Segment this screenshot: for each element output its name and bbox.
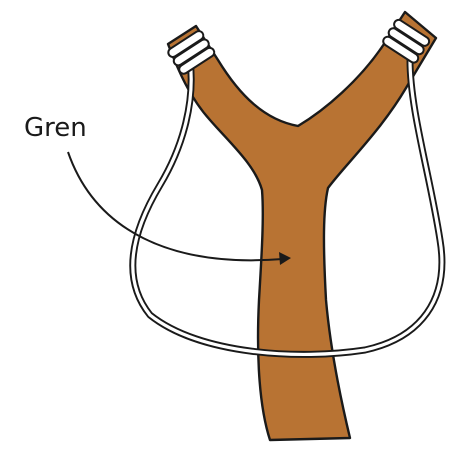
- slingshot-body: [168, 12, 436, 440]
- label-gren: Gren: [24, 113, 87, 143]
